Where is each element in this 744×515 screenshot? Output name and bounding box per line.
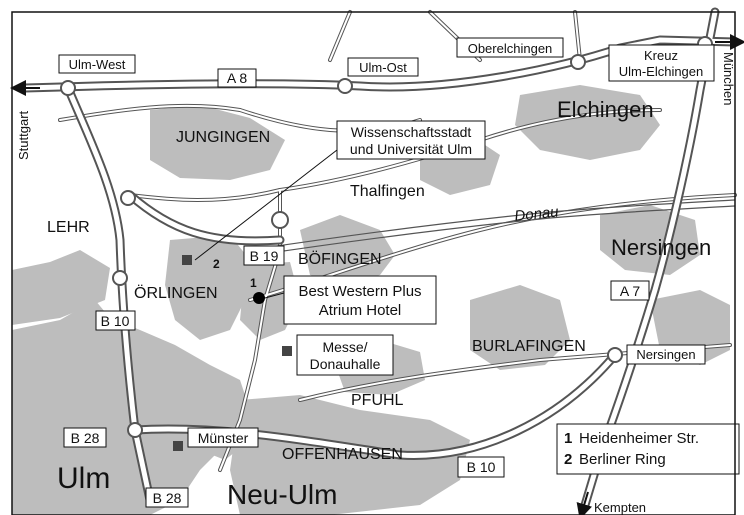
box-b28-west: B 28 (63, 427, 107, 448)
label-b10-east: B 10 (467, 459, 496, 475)
junction-oberelchingen (570, 54, 586, 70)
map-frame (11, 11, 736, 515)
label-b28-south: B 28 (153, 490, 182, 506)
box-oberelchingen: Oberelchingen (456, 37, 564, 58)
junction-nersingen (607, 347, 623, 363)
legend-num-1: 1 (564, 430, 572, 447)
junction-boefingen (271, 211, 289, 229)
label-uni-1: Wissenschaftsstadt (351, 124, 472, 140)
place-neu-ulm: Neu-Ulm (227, 479, 337, 510)
direction-kempten: Kempten (594, 500, 646, 515)
label-b28-west: B 28 (71, 430, 100, 446)
junction-b28 (127, 422, 143, 438)
label-b10-west: B 10 (101, 313, 130, 329)
boefingen-urban (300, 215, 395, 285)
label-hotel-1: Best Western Plus (298, 283, 421, 300)
place-jungingen: JUNGINGEN (176, 129, 270, 146)
junction-oerlingen (112, 270, 128, 286)
label-a7: A 7 (620, 283, 640, 299)
box-kreuz: Kreuz Ulm-Elchingen (608, 44, 715, 82)
box-b10-east: B 10 (457, 456, 505, 478)
box-muenster: Münster (187, 427, 259, 448)
place-thalfingen: Thalfingen (350, 183, 425, 200)
box-ulm-ost: Ulm-Ost (347, 57, 419, 77)
poi-square-berliner-ring (182, 255, 192, 265)
box-b19: B 19 (243, 245, 285, 266)
place-oerlingen: ÖRLINGEN (134, 284, 218, 302)
direction-stuttgart: Stuttgart (16, 110, 31, 160)
arrow-kempten (576, 491, 592, 515)
label-ulm-west: Ulm-West (69, 57, 126, 72)
label-muenster: Münster (198, 430, 249, 446)
label-kreuz-2: Ulm-Elchingen (619, 64, 704, 79)
legend-num-2: 2 (564, 451, 572, 468)
label-messe-1: Messe/ (322, 339, 367, 355)
label-a8: A 8 (227, 70, 247, 86)
box-messe: Messe/ Donauhalle (296, 334, 394, 376)
marker-label-1: 1 (250, 276, 257, 290)
place-offenhausen: OFFENHAUSEN (282, 446, 403, 463)
junction-lehr (120, 190, 136, 206)
place-boefingen: BÖFINGEN (298, 250, 382, 268)
direction-muenchen: München (721, 52, 736, 105)
junction-ulm-west (60, 80, 76, 96)
burlafingen-urban (470, 285, 570, 370)
label-b19: B 19 (250, 248, 279, 264)
place-lehr: LEHR (47, 219, 90, 236)
legend-text-1: Heidenheimer Str. (579, 430, 699, 447)
label-ulm-ost: Ulm-Ost (359, 60, 407, 75)
river-donau-label: Donau (514, 203, 560, 225)
label-oberelchingen: Oberelchingen (468, 41, 553, 56)
elchingen-urban (515, 85, 660, 160)
direction-arrows (10, 34, 744, 515)
junction-ulm-ost (337, 78, 353, 94)
poi-square-muenster (173, 441, 183, 451)
place-pfuhl: PFUHL (351, 392, 404, 409)
jungingen-urban (150, 105, 285, 180)
label-hotel-2: Atrium Hotel (319, 302, 402, 319)
marker-label-2: 2 (213, 257, 220, 271)
legend-box: 1 Heidenheimer Str. 2 Berliner Ring (556, 423, 740, 475)
box-a7: A 7 (610, 280, 650, 301)
label-nersingen-exit: Nersingen (636, 347, 695, 362)
label-kreuz-1: Kreuz (644, 48, 678, 63)
label-messe-2: Donauhalle (310, 356, 381, 372)
place-nersingen: Nersingen (611, 235, 711, 260)
place-burlafingen: BURLAFINGEN (472, 338, 586, 355)
uni-pointer-line (194, 149, 338, 261)
ulm-west-urban (12, 250, 110, 325)
place-elchingen: Elchingen (557, 97, 654, 122)
box-b28-south: B 28 (145, 487, 189, 508)
box-nersingen-exit: Nersingen (626, 344, 706, 365)
legend-text-2: Berliner Ring (579, 451, 666, 468)
box-hotel: Best Western Plus Atrium Hotel (283, 275, 437, 325)
place-ulm: Ulm (57, 462, 110, 495)
hotel-pointer-line (264, 292, 285, 299)
label-uni-2: und Universität Ulm (350, 141, 472, 157)
box-uni: Wissenschaftsstadt und Universität Ulm (336, 120, 486, 160)
box-ulm-west: Ulm-West (58, 54, 136, 74)
box-b10-west: B 10 (95, 310, 136, 331)
poi-square-messe (282, 346, 292, 356)
hotel-marker (253, 292, 265, 304)
box-a8: A 8 (217, 68, 257, 88)
neu-ulm-urban (230, 395, 470, 515)
junctions (60, 36, 713, 438)
